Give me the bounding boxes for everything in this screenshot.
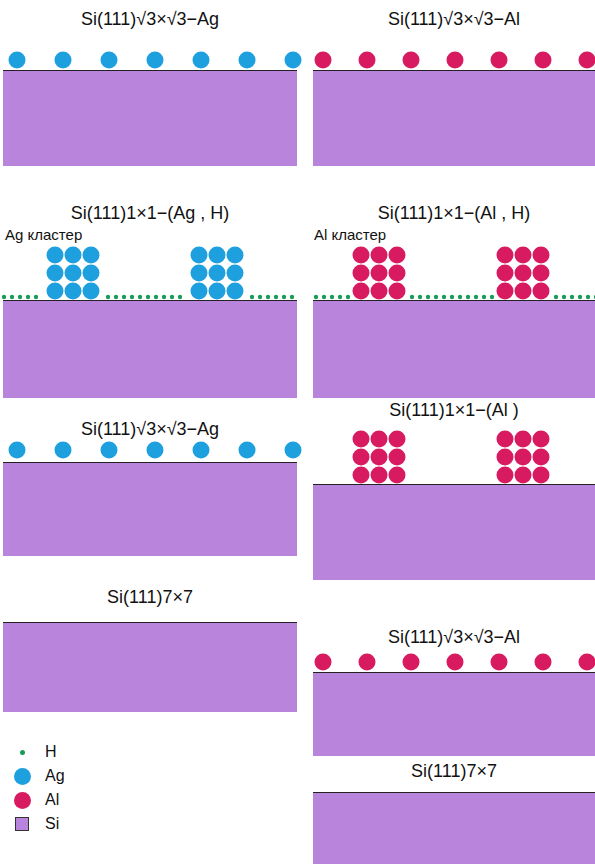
al-atom [535, 654, 552, 671]
al-atom [579, 654, 595, 671]
cluster-label: Al кластер [314, 226, 386, 243]
silicon-slab: Si(111)√3×√3−Al [313, 672, 595, 756]
ag-atom [285, 442, 302, 459]
al-atom-row [315, 654, 595, 671]
al-atom [315, 52, 332, 69]
al-atom [579, 52, 595, 69]
structure-title: Si(111)7×7 [107, 587, 193, 608]
structure-title: Si(111)√3×√3−Al [388, 9, 520, 30]
structure-title: Si(111)√3×√3−Ag [81, 9, 219, 30]
structure-title: Si(111)1×1−(Al , H) [378, 203, 530, 224]
ag-atom [55, 52, 72, 69]
legend-label: H [45, 743, 57, 761]
legend-swatch [14, 768, 31, 785]
legend-swatch [15, 817, 29, 831]
al-atom [359, 654, 376, 671]
ag-atom [285, 52, 302, 69]
al-atom [491, 654, 508, 671]
ag-atom [101, 52, 118, 69]
ag-atom [239, 442, 256, 459]
silicon-slab: Si(111)7×7 [313, 792, 595, 864]
legend-label: Al [45, 791, 59, 809]
ag-atom [55, 442, 72, 459]
silicon-slab: Si(111)1×1−(Al ) [313, 484, 595, 580]
silicon-slab: Si(111)1×1−(Ag , H)Ag кластер [3, 300, 297, 398]
ag-atom [101, 442, 118, 459]
ag-atom [147, 442, 164, 459]
structure-title: Si(111)1×1−(Al ) [389, 400, 518, 421]
structure-title: Si(111)7×7 [411, 761, 497, 782]
structure-title: Si(111)√3×√3−Al [388, 627, 520, 648]
al-cluster [352, 430, 406, 484]
ag-cluster [190, 246, 244, 300]
ag-cluster [46, 246, 100, 300]
al-atom [535, 52, 552, 69]
ag-atom-row [9, 52, 302, 69]
silicon-slab: Si(111)√3×√3−Ag [3, 70, 297, 166]
ag-atom-row [9, 442, 302, 459]
al-atom [447, 52, 464, 69]
al-cluster [352, 246, 406, 300]
ag-atom [9, 442, 26, 459]
legend-label: Si [45, 815, 59, 833]
al-atom [315, 654, 332, 671]
legend-swatch [20, 750, 25, 755]
al-atom-row [315, 52, 595, 69]
al-atom [491, 52, 508, 69]
legend-swatch [14, 792, 31, 809]
silicon-slab: Si(111)7×7 [3, 622, 297, 712]
al-atom [403, 654, 420, 671]
silicon-slab: Si(111)√3×√3−Ag [3, 462, 297, 556]
ag-atom [193, 52, 210, 69]
structure-title: Si(111)√3×√3−Ag [81, 419, 219, 440]
silicon-slab: Si(111)1×1−(Al , H)Al кластер [313, 300, 595, 398]
al-atom [447, 654, 464, 671]
al-atom [403, 52, 420, 69]
ag-atom [147, 52, 164, 69]
al-cluster [496, 430, 550, 484]
legend-label: Ag [45, 767, 65, 785]
silicon-slab: Si(111)√3×√3−Al [313, 70, 595, 166]
ag-atom [193, 442, 210, 459]
structure-title: Si(111)1×1−(Ag , H) [71, 203, 229, 224]
al-atom [359, 52, 376, 69]
al-cluster [496, 246, 550, 300]
ag-atom [9, 52, 26, 69]
ag-atom [239, 52, 256, 69]
cluster-label: Ag кластер [5, 226, 82, 243]
